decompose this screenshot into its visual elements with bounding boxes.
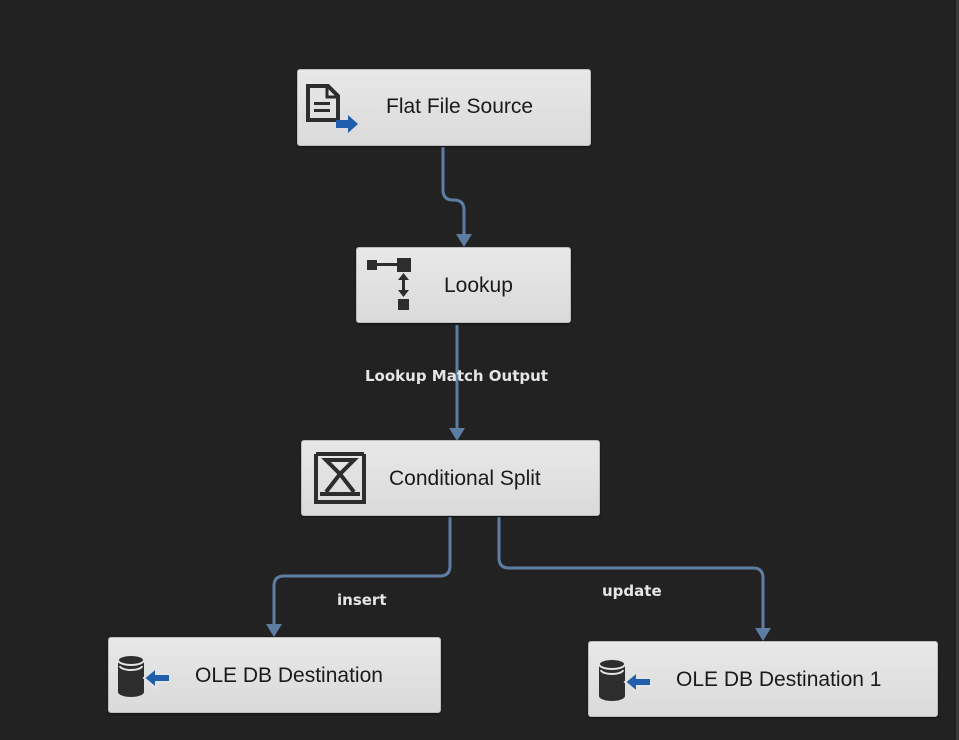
flat-file-source-label: Flat File Source xyxy=(386,95,534,118)
connector-split-to-destination[interactable] xyxy=(272,517,452,626)
conditional-split-node[interactable]: Conditional Split xyxy=(301,440,600,516)
ole-db-destination-1-node[interactable]: OLE DB Destination 1 xyxy=(588,641,938,717)
conditional-split-icon xyxy=(314,452,366,504)
ole-db-destination-icon xyxy=(598,658,651,701)
flat-file-source-node[interactable]: Flat File Source xyxy=(297,69,591,146)
connector-split-to-destination-1-arrow xyxy=(755,628,771,641)
path-label-update[interactable]: update xyxy=(602,582,662,600)
ole-db-destination-label: OLE DB Destination xyxy=(195,664,383,687)
conditional-split-label: Conditional Split xyxy=(389,467,541,490)
path-label-insert[interactable]: insert xyxy=(337,591,387,609)
lookup-node[interactable]: Lookup xyxy=(356,247,571,323)
ole-db-destination-1-label: OLE DB Destination 1 xyxy=(676,668,882,691)
connector-source-to-lookup[interactable] xyxy=(441,147,466,236)
connector-source-to-lookup-arrow xyxy=(456,234,472,247)
lookup-label: Lookup xyxy=(444,274,513,297)
flat-file-source-icon xyxy=(306,84,358,133)
ole-db-destination-node[interactable]: OLE DB Destination xyxy=(108,637,441,713)
connector-lookup-to-split-arrow xyxy=(449,428,465,441)
connector-split-to-destination-1[interactable] xyxy=(497,517,765,630)
lookup-icon xyxy=(367,258,411,310)
ole-db-destination-icon xyxy=(117,654,170,697)
connector-split-to-destination-arrow xyxy=(266,624,282,637)
path-label-lookup-match-output[interactable]: Lookup Match Output xyxy=(365,367,548,385)
canvas-edge xyxy=(956,0,959,740)
